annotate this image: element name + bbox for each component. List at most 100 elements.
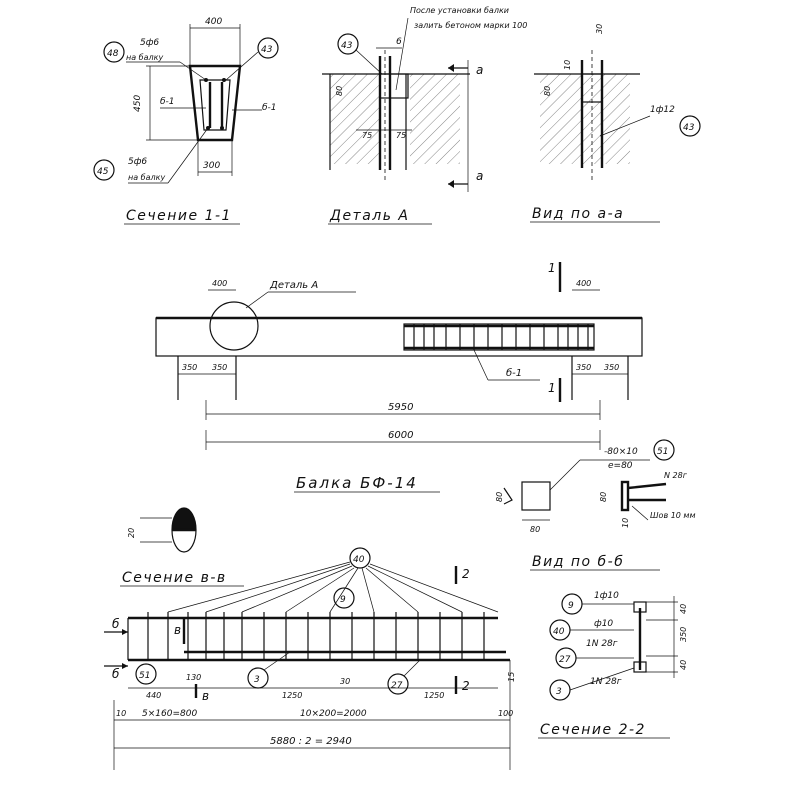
view-a-a-title: Вид по а-а [532,206,624,222]
cut-a-bottom: а [476,169,483,183]
dim-10: 10 [563,60,572,70]
section-1-1: 400 450 300 5ф6 на балку 48 43 б-1 б-1 5… [93,17,279,225]
detail-mark-43: 43 [341,41,353,51]
rebar-bottom-label: 5ф6 [128,157,147,167]
dim-350: 350 [679,627,688,642]
rebar-top-label: 5ф6 [140,38,159,48]
dim-20: 20 [127,528,136,538]
mark-48: 48 [107,49,119,59]
dim-440: 440 [146,691,161,700]
dim-10: 10 [621,518,630,528]
s22-item-3: 1N 28г [590,677,622,687]
detail-note-line1: После установки балки [410,6,509,15]
dim-40-bottom: 40 [679,660,688,670]
rebar-dot [222,78,226,82]
cage-verticals [147,612,485,660]
view-mark-43: 43 [683,123,695,133]
dim-300: 300 [203,161,220,171]
rebar-top-note: на балку [126,53,163,62]
section-v-v-title: Сечение в-в [122,570,227,586]
dim-80: 80 [543,86,552,96]
s22-item-40-b: 1N 28г [586,639,618,649]
view-b-b-title: Вид по б-б [532,554,624,570]
dim-40-top: 40 [679,604,688,614]
cut-b1-left: б-1 [160,97,175,107]
beam-section-outline [188,64,242,142]
s22-item-9: 1ф10 [594,591,619,601]
cut-a-top: а [476,63,483,77]
dim-100: 100 [498,709,513,718]
dim-6000: 6000 [388,430,413,441]
dim-total: 5880 : 2 = 2940 [270,736,352,747]
s22-mark-27: 27 [559,655,571,665]
hatch-concrete [330,74,380,164]
dim-10x200: 10×200=2000 [300,709,367,719]
dim-400: 400 [205,17,222,27]
plate-square [521,481,551,511]
cut-v-top: в [174,623,181,637]
hatch-concrete [410,74,460,164]
mark-45-circle [93,159,115,181]
section-1-1-title: Сечение 1-1 [126,208,232,224]
cut-b1-right: б-1 [262,103,277,113]
beam-title: Балка БФ-14 [296,474,418,492]
cage-label: б-1 [506,367,522,379]
cage-mark-9: 9 [340,595,346,605]
dim-450: 450 [133,95,143,112]
view-b-b: 80 80 80 10 -80×10 е=80 51 N 28г Шов 10 … [495,439,696,571]
cage-elevation: 40 9 3 27 51 б б в в 2 [104,547,516,770]
plate-spec: -80×10 [604,447,638,457]
dim-350-1: 350 [182,363,197,372]
cut-b-top: б [112,617,120,631]
mark-43-circle [257,37,279,59]
stirrup [199,79,231,131]
dim-80: 80 [335,86,344,96]
section-2-2: 40 350 40 9 1ф10 40 ф10 1N 28г 27 3 1N 2… [538,591,688,739]
dim-400-left: 400 [212,279,227,288]
leader-fan [167,561,499,613]
detail-a-title: Деталь А [329,208,410,224]
dim-80-side: 80 [599,492,608,502]
cage-mark-51: 51 [139,671,150,681]
dim-80-bottom: 80 [530,525,540,534]
cage-mark-3: 3 [254,675,260,685]
s22-mark-3: 3 [556,687,562,697]
view-a-a: 30 10 80 1ф12 43 Вид по а-а [530,24,701,223]
mark-45: 45 [97,167,109,177]
dim-80-left: 80 [495,492,504,502]
dim-1250-right: 1250 [424,691,444,700]
rebar-dot [220,126,224,130]
dim-350-4: 350 [604,363,619,372]
dim-5x160: 5×160=800 [142,709,197,719]
detail-a-ref: Деталь А [269,280,318,291]
cut-b-bottom: б [112,667,120,681]
dim-1250-left: 1250 [282,691,302,700]
plate-len: е=80 [608,461,633,471]
dim-5950: 5950 [388,402,413,413]
mark-43: 43 [261,45,273,55]
cut-1-bottom: 1 [548,381,556,395]
dim-350-2: 350 [212,363,227,372]
dim-400-right: 400 [576,279,591,288]
mark-48-circle [103,41,125,63]
dim-30: 30 [595,24,604,34]
cut-1-top: 1 [548,261,556,275]
detail-a: После установки балки залить бетоном мар… [322,6,527,225]
dim-130: 130 [186,673,201,682]
dim-10-left: 10 [116,709,126,718]
cage-mark-27: 27 [391,681,403,691]
beam-bf14: Деталь А 400 400 1 [155,261,643,493]
detail-a-callout-circle [209,301,259,351]
dim-350-3: 350 [576,363,591,372]
cage-stirrups [413,324,589,350]
section-v-v: 20 Сечение в-в [120,507,244,587]
channel-spec: N 28г [664,471,688,480]
rebar-bottom-note: на балку [128,173,165,182]
dim-15: 15 [507,672,516,682]
s22-mark-9: 9 [568,601,574,611]
section-2-2-title: Сечение 2-2 [540,722,646,738]
mark-43-circle [337,33,359,55]
dim-30: 30 [340,677,350,686]
s22-item-40: ф10 [594,619,613,629]
cut-2-top: 2 [462,567,470,581]
